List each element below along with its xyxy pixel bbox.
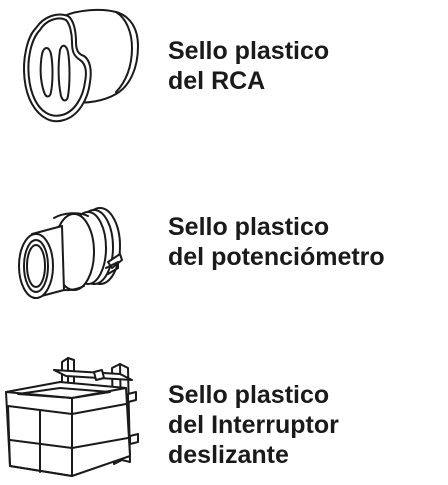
rca-seal-label-line-2: del RCA <box>168 67 266 95</box>
slide-switch-seal-label-line-3: deslizante <box>168 441 289 469</box>
rca-seal-label: Sello plastico del RCA <box>168 36 329 96</box>
slide-switch-plastic-seal-icon <box>2 352 148 480</box>
rca-plastic-seal-icon <box>16 2 144 128</box>
potentiometer-plastic-seal-icon <box>6 194 138 314</box>
potentiometer-seal-label-line-2: del potenciómetro <box>168 243 385 271</box>
slide-switch-seal-label-line-2: del Interruptor <box>168 411 339 439</box>
slide-switch-seal-label-line-1: Sello plastico <box>168 381 330 409</box>
slide-switch-seal-label: Sello plastico del Interruptor deslizant… <box>168 380 339 470</box>
potentiometer-seal-label: Sello plastico del potenciómetro <box>168 212 385 272</box>
rca-seal-label-line-1: Sello plastico <box>168 37 330 65</box>
potentiometer-seal-label-line-1: Sello plastico <box>168 213 330 241</box>
